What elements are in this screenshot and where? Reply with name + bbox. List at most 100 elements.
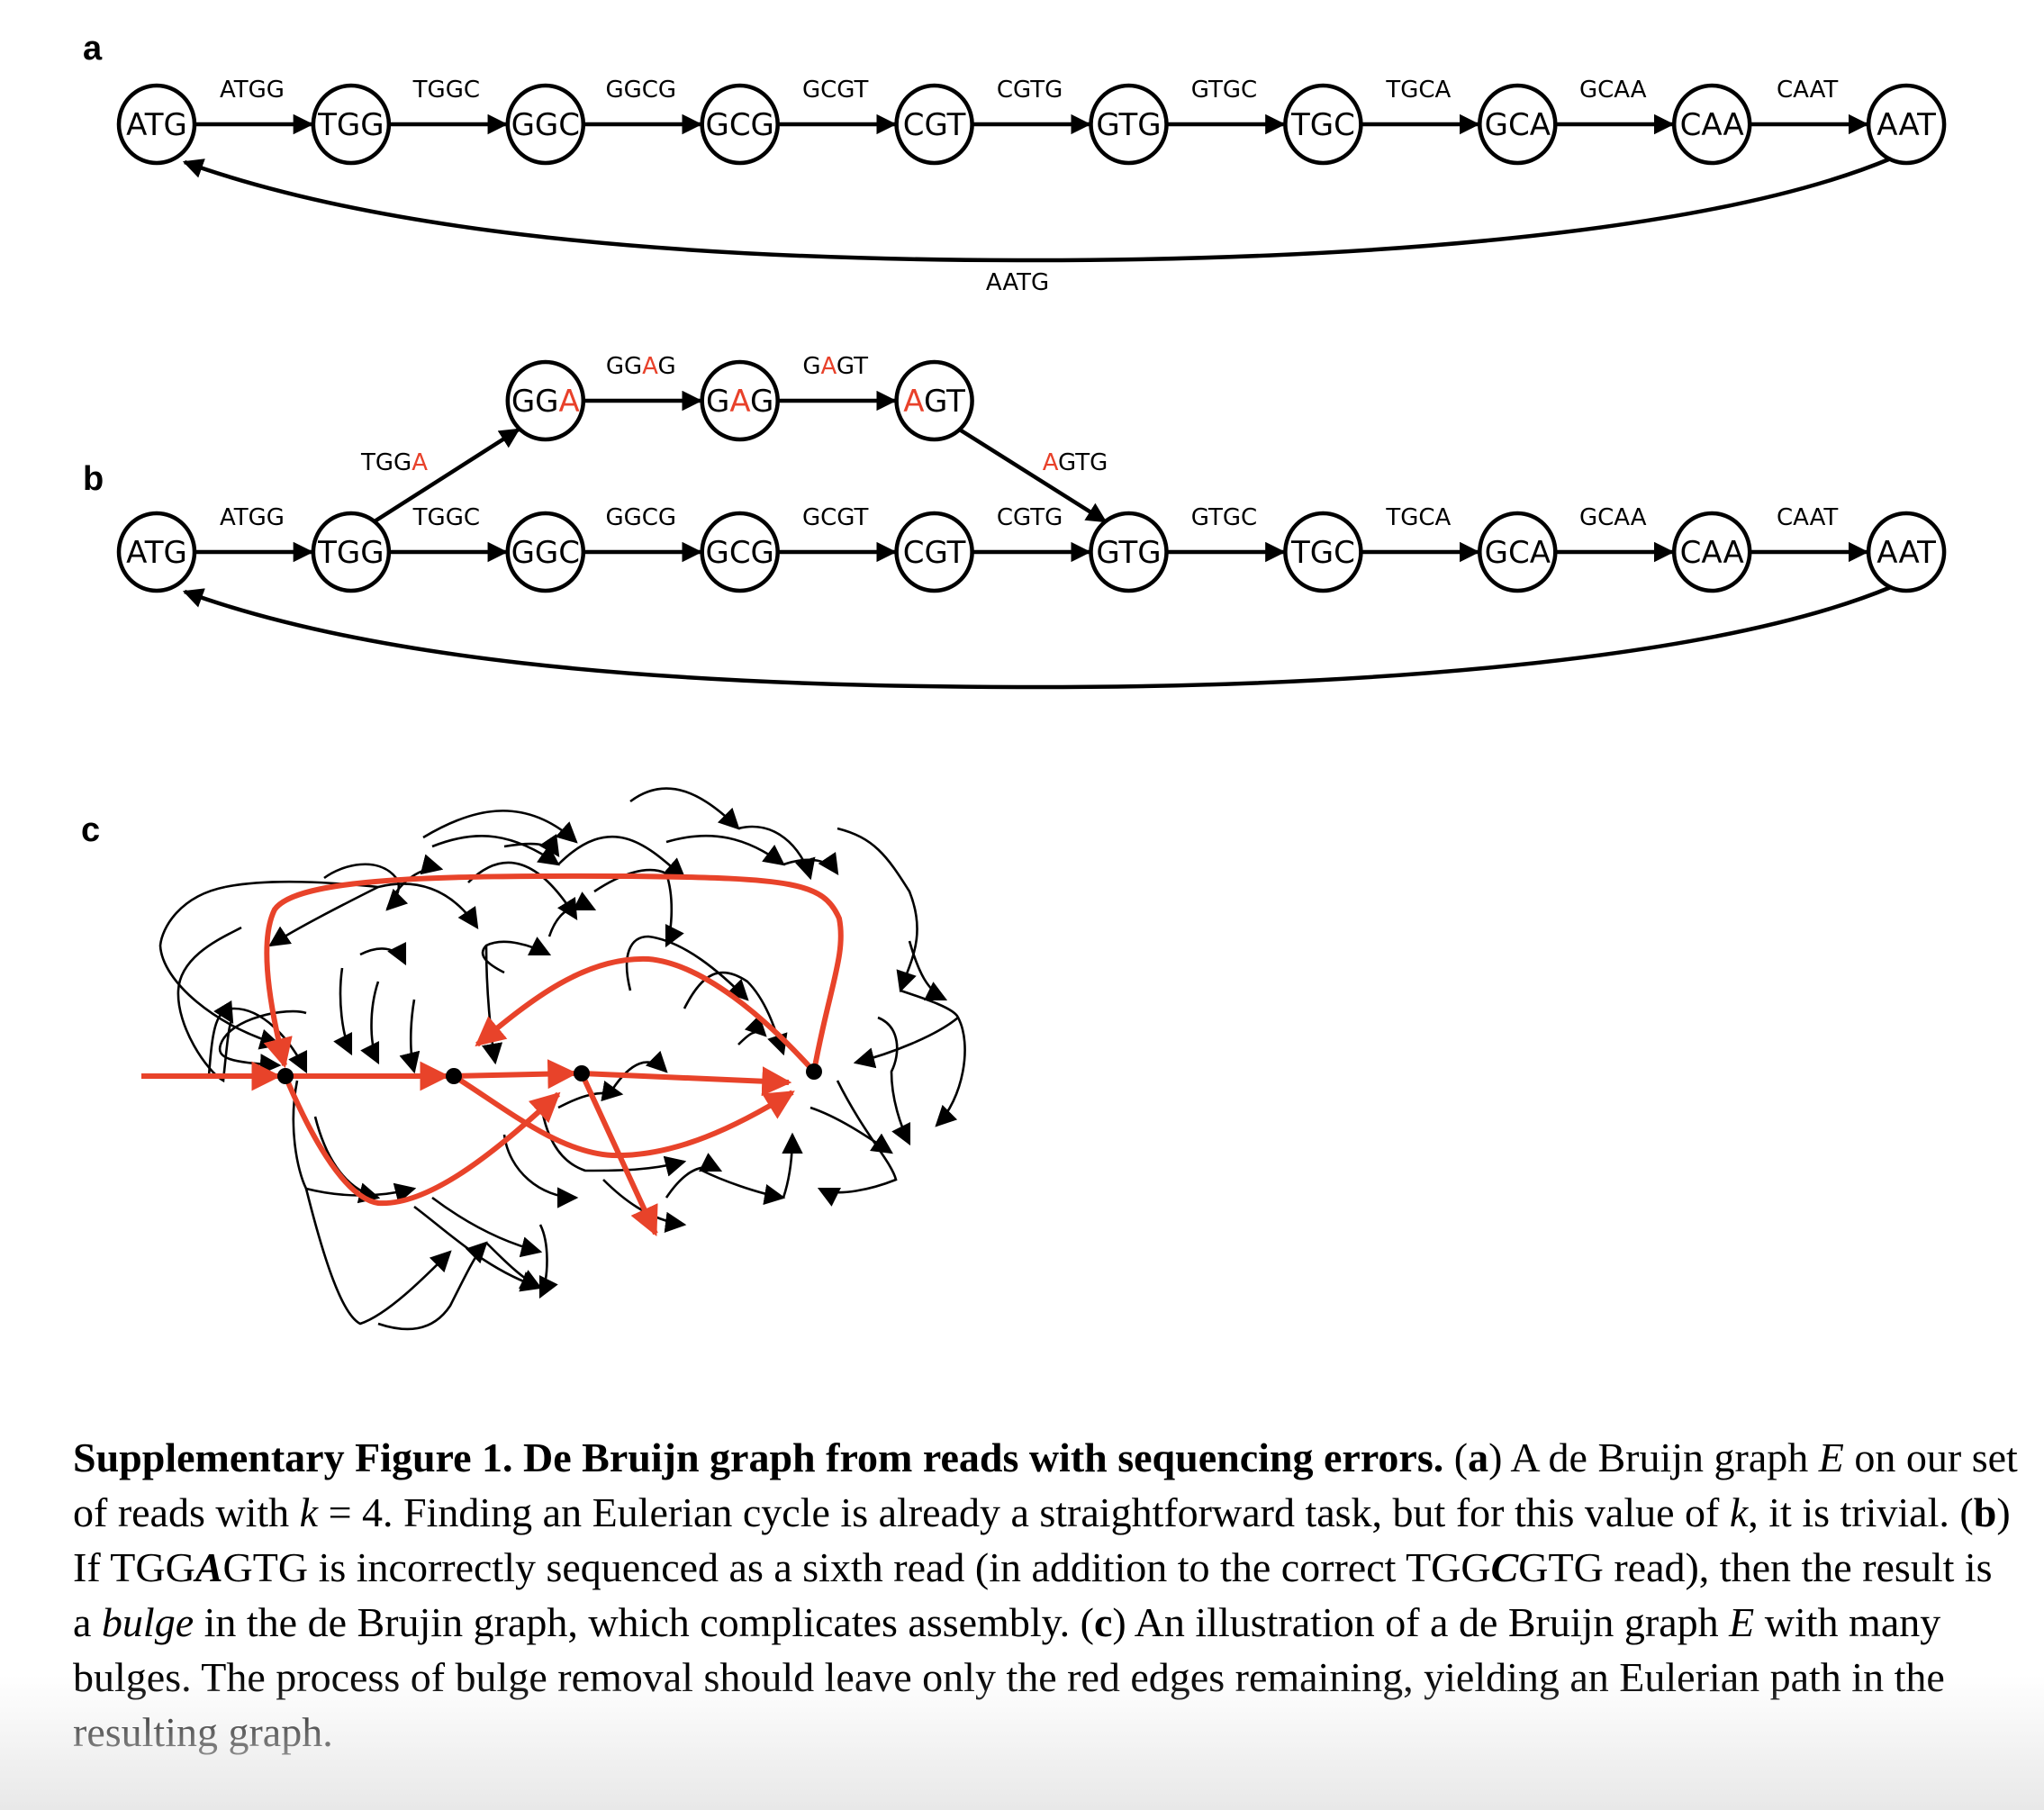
red-path-node-3 bbox=[574, 1065, 590, 1081]
bulge-edge bbox=[431, 1196, 543, 1258]
node-label: CGT bbox=[903, 535, 966, 571]
bulge-edge bbox=[359, 941, 407, 966]
node-label: GCG bbox=[705, 107, 773, 143]
bulge-node-3: AGT bbox=[894, 359, 974, 442]
red-edge-2-4 bbox=[452, 1073, 795, 1159]
edge-label: GGCG bbox=[605, 77, 676, 104]
red-edge-2-3 bbox=[453, 1059, 578, 1090]
node-circle bbox=[1866, 83, 1947, 166]
node-cgt: CGT bbox=[894, 511, 974, 593]
red-edge-exit bbox=[579, 1072, 658, 1236]
panel-c-label: c bbox=[81, 811, 100, 849]
node-gca: GCA bbox=[1478, 511, 1558, 593]
node-caa: CAA bbox=[1671, 511, 1752, 593]
node-circle bbox=[116, 83, 197, 166]
bulge-edge bbox=[701, 1169, 786, 1206]
node-label: GGA bbox=[511, 384, 580, 420]
bulge-edge bbox=[908, 940, 948, 1001]
caption-c-text: An illustration of a de Bruijn graph bbox=[1126, 1599, 1730, 1645]
node-label: CAA bbox=[1680, 535, 1744, 571]
edge-label: CAAT bbox=[1777, 504, 1838, 531]
node-label: AAT bbox=[1877, 535, 1936, 571]
red-edge-4-2 bbox=[475, 955, 817, 1074]
node-label: ATG bbox=[126, 535, 187, 571]
panel-c-red-path bbox=[141, 873, 844, 1236]
caption-c-label: c bbox=[1093, 1599, 1113, 1645]
panel-c-nodes bbox=[277, 1063, 822, 1084]
caption-a-text-2: on our set of reads with bbox=[73, 1434, 2018, 1535]
edge-label: GCAA bbox=[1579, 504, 1647, 531]
bulge-edge-arrow bbox=[373, 428, 520, 523]
bulge-edge bbox=[207, 1007, 308, 1077]
bulge-edge bbox=[593, 868, 684, 948]
node-circle bbox=[700, 359, 780, 442]
node-aat: AAT bbox=[1866, 83, 1947, 166]
bulge-edge bbox=[481, 937, 552, 974]
bulge-edge-label: GAGT bbox=[802, 353, 868, 380]
caption-var-k2: k bbox=[1729, 1489, 1749, 1535]
bulge-edge bbox=[557, 835, 686, 880]
caption-error-base-A: A bbox=[194, 1544, 223, 1590]
bulge-edge bbox=[547, 891, 597, 937]
red-edge-3-4 bbox=[581, 1066, 792, 1097]
edge-label: CGTG bbox=[997, 77, 1063, 104]
bulge-edge bbox=[333, 967, 353, 1056]
bulge-edge bbox=[817, 1080, 898, 1207]
figure-caption: Supplementary Figure 1. De Bruijn graph … bbox=[73, 1434, 2018, 1755]
bulge-edge-label: GGAG bbox=[606, 353, 676, 380]
bulge-edge bbox=[737, 1014, 767, 1045]
caption-b-label: b bbox=[1973, 1489, 1997, 1535]
node-label: GAG bbox=[706, 384, 773, 420]
bulge-edge bbox=[853, 989, 960, 1069]
caption-a-text-3: = 4. Finding an Eulerian cycle is alread… bbox=[318, 1489, 1730, 1535]
bulge-node-2: GAG bbox=[700, 359, 780, 442]
node-tgg: TGG bbox=[311, 511, 392, 593]
bulge-edge bbox=[809, 1106, 893, 1154]
edge-label: GTGC bbox=[1191, 77, 1257, 104]
panel-a-return-edge bbox=[182, 156, 1892, 263]
node-circle bbox=[1671, 83, 1752, 166]
bulge-edge bbox=[629, 787, 740, 830]
node-circle bbox=[311, 83, 392, 166]
caption-correct-base-C: C bbox=[1490, 1544, 1519, 1590]
red-path-node-4 bbox=[806, 1063, 822, 1080]
caption-a-label: a bbox=[1468, 1434, 1489, 1480]
node-aat: AAT bbox=[1866, 511, 1947, 593]
edge-label: TGCA bbox=[1385, 77, 1451, 104]
node-circle bbox=[1283, 511, 1363, 593]
caption-b-text-2: GTG is incorrectly sequenced as a sixth … bbox=[222, 1544, 1491, 1590]
edge-label: GGCG bbox=[605, 504, 676, 531]
node-circle bbox=[116, 511, 197, 593]
panel-a-return-edge-label: AATG bbox=[986, 269, 1049, 296]
red-edge-4-1-loop bbox=[263, 873, 844, 1072]
node-circle bbox=[700, 83, 780, 166]
caption-var-k: k bbox=[299, 1489, 319, 1535]
edge-label: TGGC bbox=[412, 77, 480, 104]
node-circle bbox=[1089, 511, 1169, 593]
node-label: TGG bbox=[317, 107, 384, 143]
bulge-edge bbox=[431, 835, 560, 866]
bulge-edge bbox=[683, 971, 788, 1056]
red-path-node-1 bbox=[277, 1068, 294, 1084]
bulge-edge bbox=[481, 945, 503, 1065]
node-circle bbox=[1866, 511, 1947, 593]
edge-label: CGTG bbox=[997, 504, 1063, 531]
bulge-edge bbox=[502, 1134, 579, 1208]
node-gtg: GTG bbox=[1089, 511, 1169, 593]
bulge-edge bbox=[877, 1016, 911, 1146]
bulge-edge bbox=[158, 885, 282, 1050]
panel-c: c bbox=[81, 787, 966, 1331]
node-tgg: TGG bbox=[311, 83, 392, 166]
node-label: GGC bbox=[511, 107, 580, 143]
bulge-edge bbox=[304, 1188, 452, 1326]
node-circle bbox=[505, 83, 586, 166]
node-label: AGT bbox=[903, 384, 965, 420]
bulge-edge bbox=[399, 999, 421, 1074]
bulge-edge bbox=[224, 880, 383, 947]
node-circle bbox=[505, 359, 586, 442]
node-circle bbox=[1671, 511, 1752, 593]
